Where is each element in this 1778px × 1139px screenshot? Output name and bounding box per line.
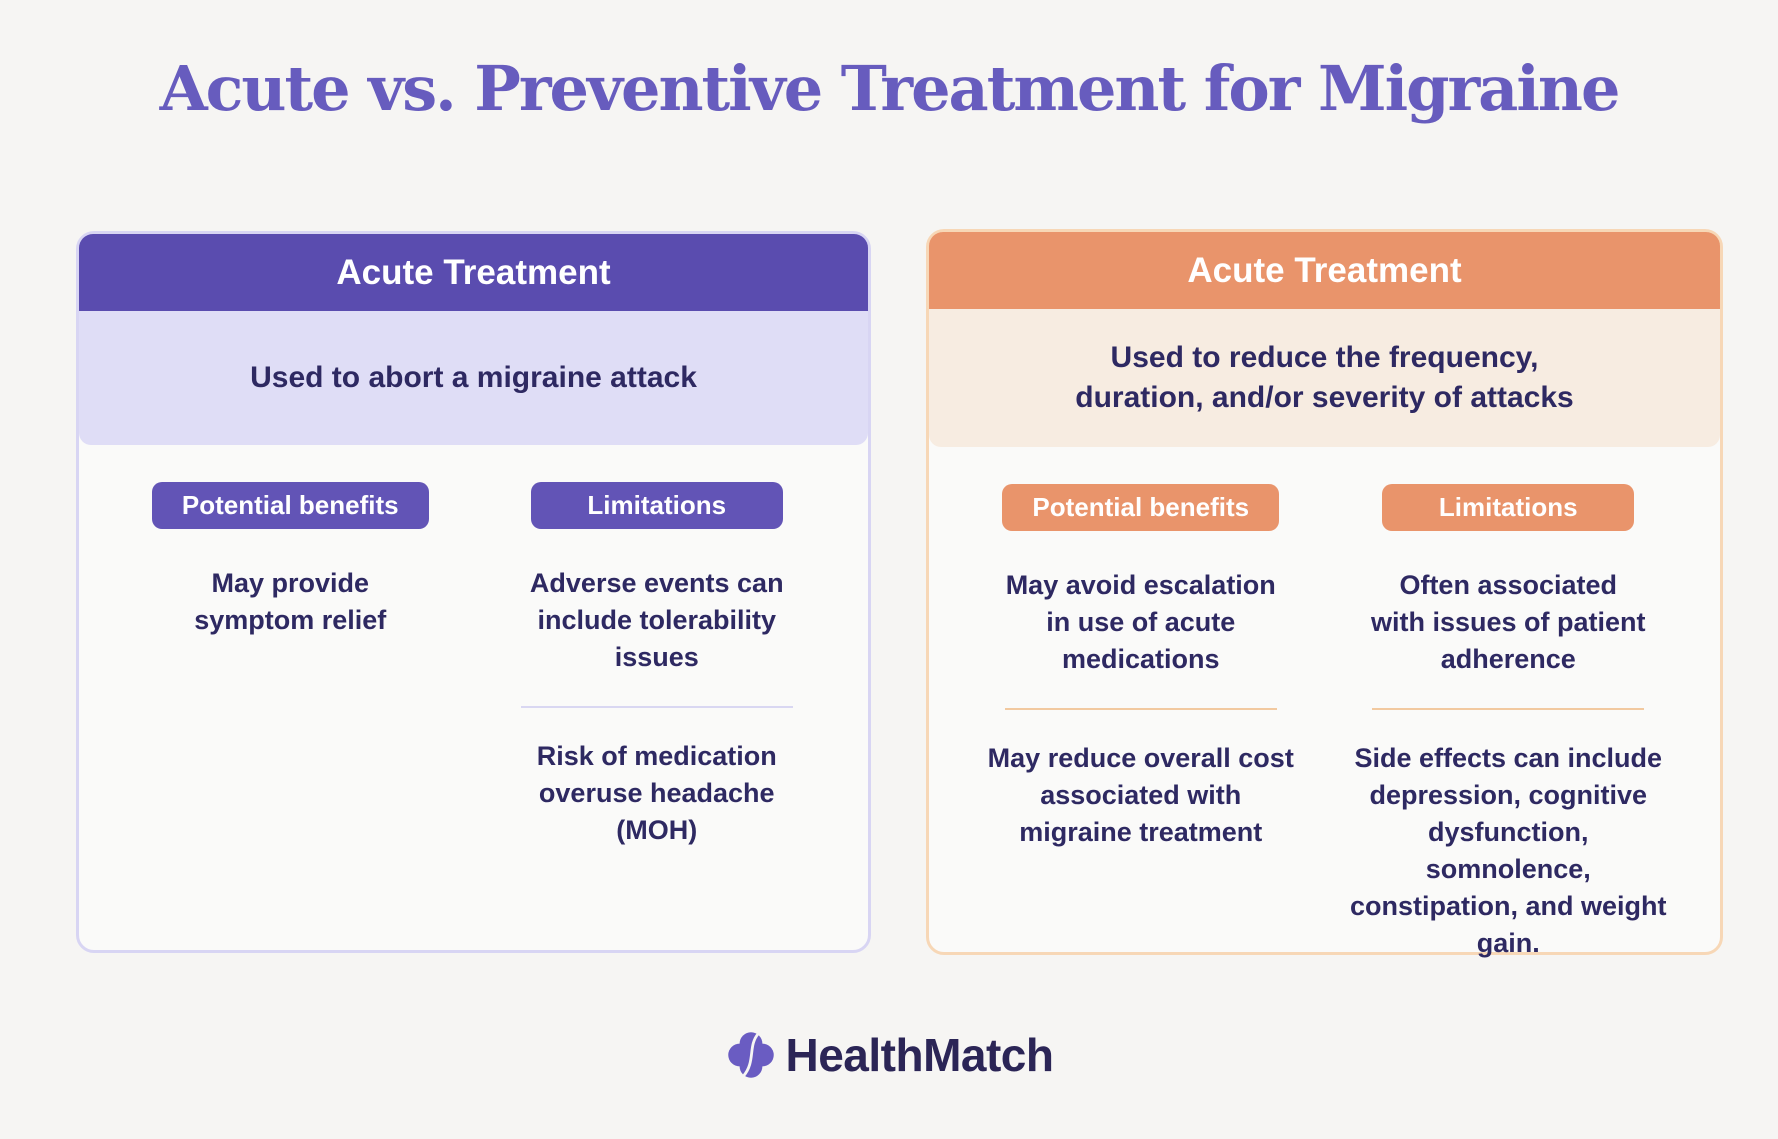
acute-benefit-item: May provide symptom relief — [194, 568, 387, 635]
acute-card-header: Acute Treatment — [79, 234, 868, 311]
preventive-benefit-item: May avoid escalation in use of acute med… — [1005, 570, 1276, 674]
acute-benefits-pill-label: Potential benefits — [181, 490, 399, 520]
preventive-benefit-item: May reduce overall cost associated with … — [987, 742, 1294, 847]
preventive-limitations-column: Limitations Often associated with issues… — [1325, 484, 1693, 962]
preventive-benefits-column: Potential benefits May avoid escalation … — [957, 484, 1325, 962]
preventive-card-header-label: Acute Treatment — [1187, 250, 1462, 290]
preventive-limitation-item: Side effects can include depression, cog… — [1350, 742, 1667, 958]
acute-limitation-item: Risk of medication overuse headache (MOH… — [536, 740, 777, 845]
preventive-limitation-item: Often associated with issues of patient … — [1370, 570, 1646, 674]
preventive-limitations-pill-label: Limitations — [1438, 492, 1578, 522]
preventive-card-body: Potential benefits May avoid escalation … — [929, 447, 1720, 962]
preventive-benefits-pill-label: Potential benefits — [1032, 492, 1250, 522]
page-title: Acute vs. Preventive Treatment for Migra… — [159, 52, 1621, 125]
footer-logo-text: HealthMatch — [785, 1029, 1054, 1081]
preventive-limitations-pill: Limitations — [1382, 484, 1635, 531]
acute-limitation-item: Adverse events can include tolerability … — [529, 568, 784, 672]
acute-limitations-column: Limitations Adverse events can include t… — [474, 482, 841, 849]
acute-card-description: Used to abort a migraine attack — [250, 360, 697, 394]
acute-card-header-label: Acute Treatment — [336, 252, 611, 292]
preventive-treatment-card: Acute Treatment Used to reduce the frequ… — [926, 229, 1723, 958]
divider — [520, 705, 793, 708]
acute-limitations-pill-label: Limitations — [587, 490, 727, 520]
footer-logo: HealthMatch — [0, 1028, 1778, 1082]
acute-card-body: Potential benefits May provide symptom r… — [79, 445, 868, 849]
acute-card-description-band: Used to abort a migraine attack — [79, 311, 868, 445]
healthmatch-clover-icon — [727, 1032, 774, 1078]
divider — [1372, 707, 1645, 710]
acute-benefits-pill: Potential benefits — [151, 482, 429, 529]
preventive-card-description-band: Used to reduce the frequency, duration, … — [929, 309, 1720, 447]
acute-limitations-pill: Limitations — [530, 482, 783, 529]
preventive-card-description: Used to reduce the frequency, duration, … — [1075, 340, 1574, 415]
divider — [1004, 707, 1277, 710]
acute-treatment-card: Acute Treatment Used to abort a migraine… — [76, 231, 871, 953]
preventive-benefits-pill: Potential benefits — [1002, 484, 1280, 531]
acute-benefits-column: Potential benefits May provide symptom r… — [107, 482, 474, 849]
preventive-card-header: Acute Treatment — [929, 232, 1720, 309]
